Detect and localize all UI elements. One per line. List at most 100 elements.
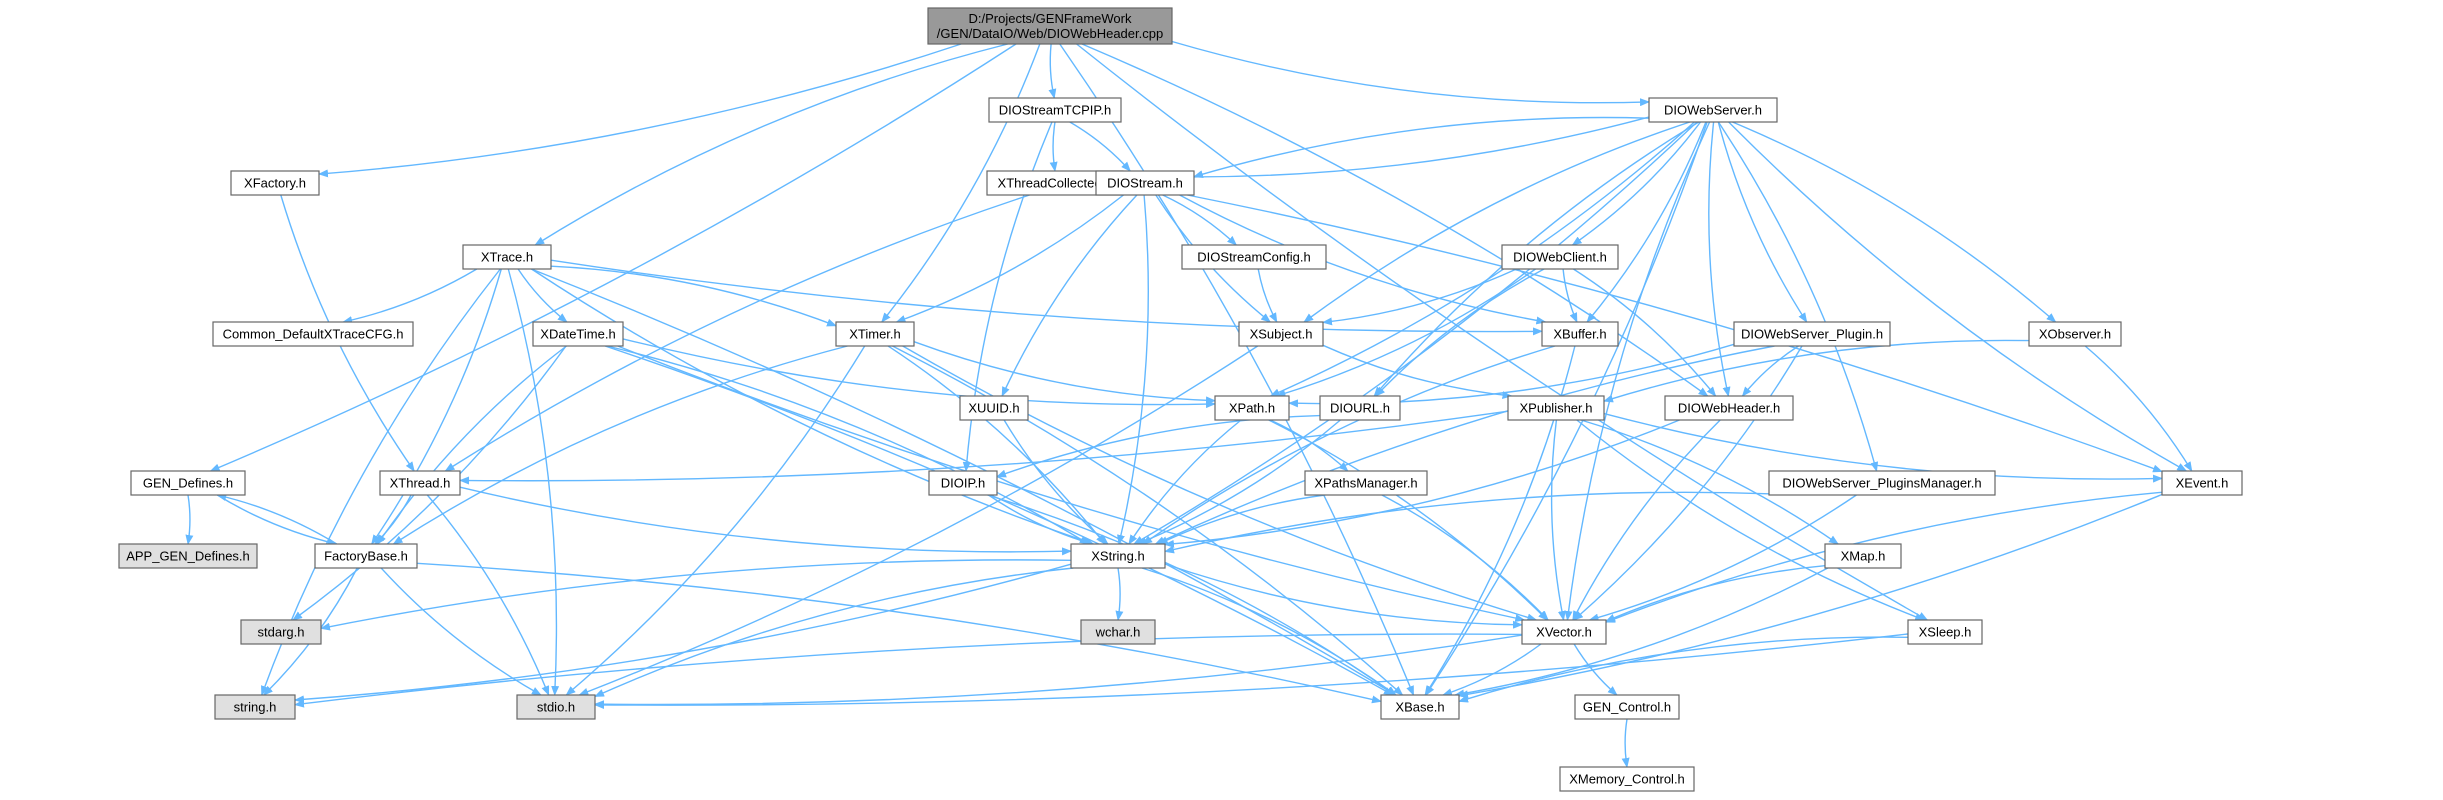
node-label: XPublisher.h [1520, 401, 1593, 416]
edge-XString-to-string [294, 563, 1072, 704]
node-XMap[interactable]: XMap.h [1824, 543, 1902, 569]
node-PluginsManager[interactable]: DIOWebServer_PluginsManager.h [1768, 470, 1996, 496]
node-root[interactable]: D:/Projects/GENFrameWork/GEN/DataIO/Web/… [927, 7, 1173, 45]
node-XBuffer[interactable]: XBuffer.h [1541, 321, 1619, 347]
node-XPathsManager[interactable]: XPathsManager.h [1304, 470, 1428, 496]
node-box [1574, 694, 1680, 720]
node-label: DIOWebServer_Plugin.h [1741, 327, 1883, 342]
node-label: DIOStreamTCPIP.h [999, 103, 1111, 118]
edge-DIOWebHeader-to-XString [1164, 419, 1680, 548]
node-label: XThreadCollected.h [998, 176, 1113, 191]
edge-DIOStream-to-DIOStreamConfig [1162, 194, 1238, 246]
node-XString[interactable]: XString.h [1070, 543, 1166, 569]
edge-DIOStreamTCPIP-to-DIOStream [1069, 121, 1131, 172]
edge-DIOIP-to-XString [988, 494, 1094, 546]
node-XObserver[interactable]: XObserver.h [2028, 321, 2122, 347]
node-box [927, 7, 1173, 45]
node-stdio[interactable]: stdio.h [516, 694, 596, 720]
node-XThread[interactable]: XThread.h [379, 470, 461, 496]
edge-XTrace-to-FactoryBase [371, 268, 502, 545]
edge-XPath-to-XVector [1268, 419, 1549, 621]
edge-XObserver-to-XPublisher [1603, 339, 2030, 403]
edge-XPath-to-XString [1128, 419, 1242, 545]
node-DIOWebHeader[interactable]: DIOWebHeader.h [1664, 395, 1794, 421]
edge-root-to-DIOStreamTCPIP [1048, 43, 1057, 99]
edges [185, 40, 2193, 768]
node-APP_GEN[interactable]: APP_GEN_Defines.h [118, 543, 258, 569]
edge-XTrace-to-XDateTime [517, 268, 568, 323]
node-box [379, 470, 461, 496]
node-XEvent[interactable]: XEvent.h [2161, 470, 2243, 496]
edge-root-to-DIOWebServer [1171, 40, 1650, 107]
edge-DIOWebServerPlugin-to-XString [1154, 345, 1775, 545]
edge-XDateTime-to-FactoryBase [376, 345, 567, 545]
edge-XVector-to-string [294, 633, 1523, 708]
edge-DIOURL-to-XString [1136, 419, 1341, 545]
node-XSleep[interactable]: XSleep.h [1907, 619, 1983, 645]
edge-DIOStream-to-XString [1117, 194, 1149, 545]
node-XPath[interactable]: XPath.h [1214, 395, 1290, 421]
node-label: DIOIP.h [941, 476, 986, 491]
node-box [1501, 244, 1619, 270]
edge-XTimer-to-FactoryBase [392, 345, 848, 545]
node-XFactory[interactable]: XFactory.h [230, 170, 320, 196]
node-DIOStream[interactable]: DIOStream.h [1095, 170, 1195, 196]
edge-XPublisher-to-XThread [459, 410, 1509, 485]
node-stdarg[interactable]: stdarg.h [240, 619, 322, 645]
node-DIOWebClient[interactable]: DIOWebClient.h [1501, 244, 1619, 270]
node-DIOStreamConfig[interactable]: DIOStreamConfig.h [1181, 244, 1327, 270]
edge-PluginsManager-to-XVector [1588, 494, 1857, 622]
node-XDateTime[interactable]: XDateTime.h [532, 321, 624, 347]
node-label: APP_GEN_Defines.h [126, 549, 250, 564]
node-wchar[interactable]: wchar.h [1080, 619, 1156, 645]
node-box [2161, 470, 2243, 496]
node-GEN_Defines[interactable]: GEN_Defines.h [130, 470, 246, 496]
node-XUUID[interactable]: XUUID.h [959, 395, 1029, 421]
node-GEN_Control[interactable]: GEN_Control.h [1574, 694, 1680, 720]
node-XMemoryControl[interactable]: XMemory_Control.h [1559, 766, 1695, 792]
edge-root-to-XSleep [1076, 43, 1929, 621]
edge-root-to-XTrace [534, 43, 1008, 246]
edge-DIOWebServer-to-XBuffer [1586, 121, 1707, 323]
edge-root-to-GEN_Defines [209, 43, 1017, 472]
node-XTrace[interactable]: XTrace.h [462, 244, 552, 270]
edge-XSubject-to-XPublisher [1322, 344, 1513, 400]
edge-XTimer-to-XBase [892, 345, 1404, 696]
node-box [532, 321, 624, 347]
edge-GEN_Defines-to-APP_GEN [185, 494, 194, 545]
edge-DIOWebServer-to-DIOWebServerPlugin [1717, 121, 1808, 323]
edge-DIOURL-to-DIOIP [996, 414, 1321, 478]
node-box [212, 321, 414, 347]
edge-root-to-XBase [1059, 43, 1415, 696]
edge-XMap-to-XVector [1605, 565, 1826, 622]
node-label: DIOWebHeader.h [1678, 401, 1780, 416]
node-FactoryBase[interactable]: FactoryBase.h [314, 543, 418, 569]
edge-XUUID-to-XString [1003, 419, 1109, 545]
node-XTimer[interactable]: XTimer.h [835, 321, 915, 347]
node-DIOWebServerPlugin[interactable]: DIOWebServer_Plugin.h [1733, 321, 1891, 347]
edge-DIOWebServer-to-XEvent [1728, 121, 2188, 472]
node-XSubject[interactable]: XSubject.h [1238, 321, 1324, 347]
node-XPublisher[interactable]: XPublisher.h [1507, 395, 1605, 421]
node-box [1768, 470, 1996, 496]
node-DIOURL[interactable]: DIOURL.h [1319, 395, 1401, 421]
edge-DIOWebHeader-to-XVector [1572, 419, 1721, 621]
edge-XBuffer-to-XString [1142, 345, 1556, 545]
node-string[interactable]: string.h [214, 694, 296, 720]
node-DIOIP[interactable]: DIOIP.h [928, 470, 998, 496]
edge-XSleep-to-XBase [1458, 636, 1909, 703]
node-label: D:/Projects/GENFrameWork [968, 11, 1132, 26]
node-XBase[interactable]: XBase.h [1380, 694, 1460, 720]
edge-DIOWebServerPlugin-to-DIOWebHeader [1741, 345, 1799, 397]
node-DIOWebServer[interactable]: DIOWebServer.h [1648, 97, 1778, 123]
edge-XPublisher-to-XSleep [1576, 419, 1926, 621]
node-box [1733, 321, 1891, 347]
node-box [214, 694, 296, 720]
edge-XTimer-to-XVector [902, 345, 1538, 622]
node-CommonCFG[interactable]: Common_DefaultXTraceCFG.h [212, 321, 414, 347]
node-label: DIOWebClient.h [1513, 250, 1607, 265]
node-XVector[interactable]: XVector.h [1521, 619, 1607, 645]
node-DIOStreamTCPIP[interactable]: DIOStreamTCPIP.h [988, 97, 1122, 123]
node-box [1238, 321, 1324, 347]
